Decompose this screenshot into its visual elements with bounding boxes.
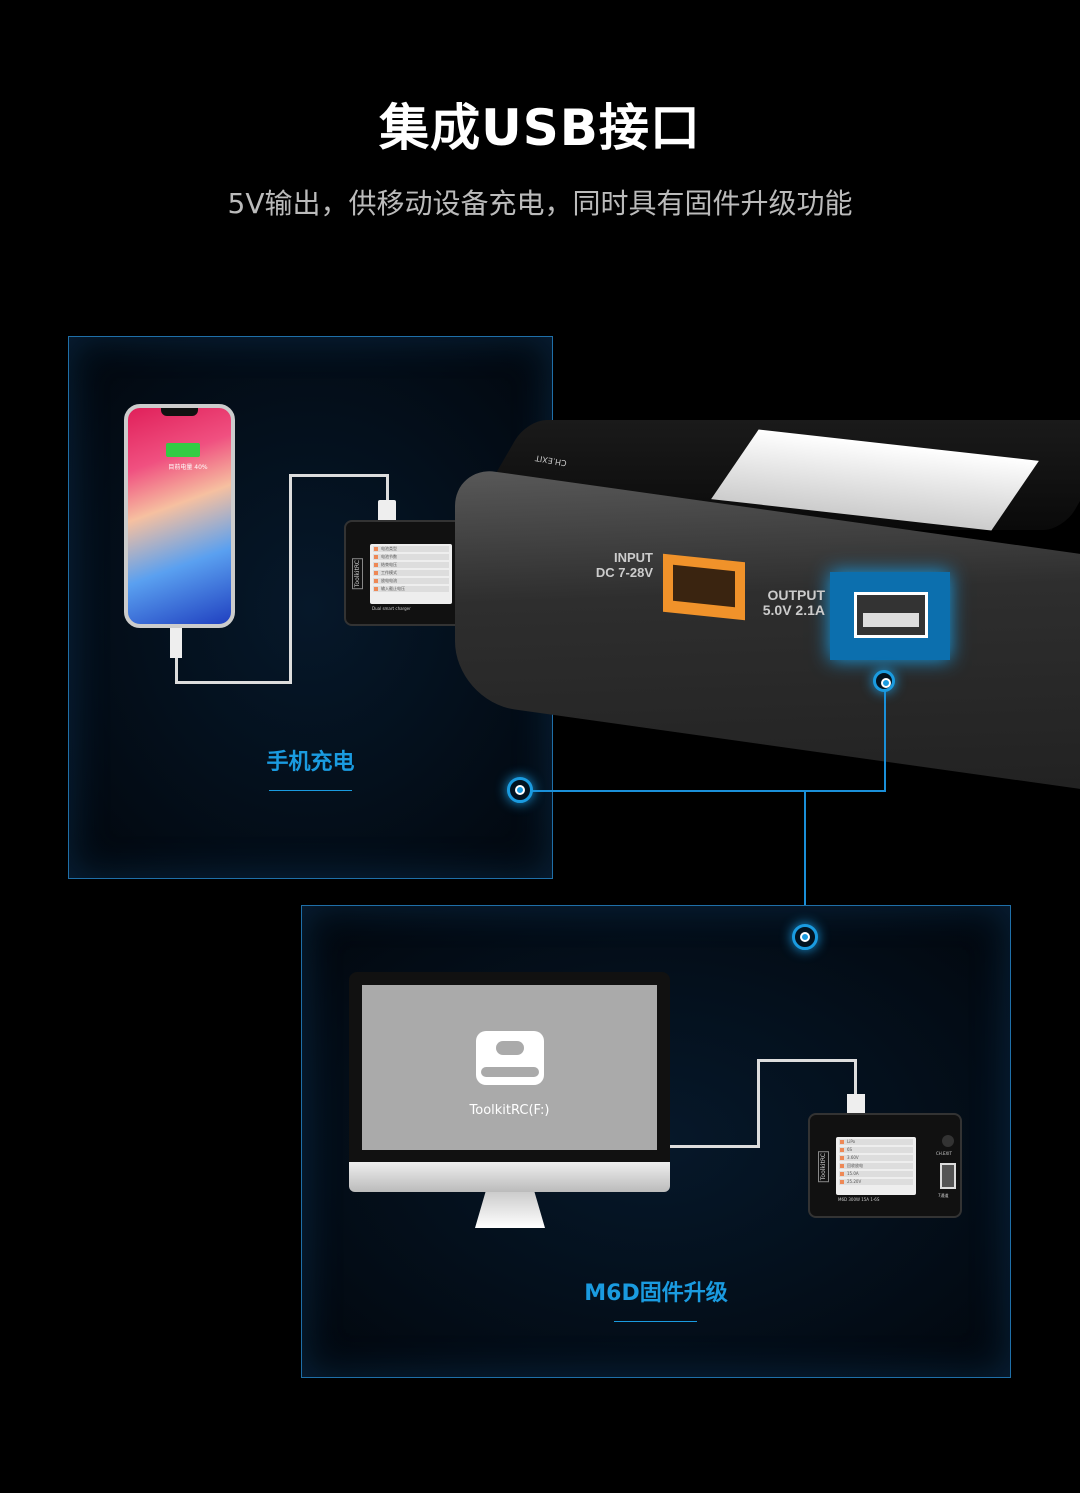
usb-plug (378, 500, 396, 522)
connector-node (873, 670, 895, 692)
phone-notch (161, 408, 198, 416)
screen-row: LiPo (839, 1139, 913, 1145)
ch-exit-label: CH.EXIT (936, 1151, 952, 1156)
screen-row: 放电电流 (373, 578, 449, 584)
usb-cable (757, 1059, 857, 1062)
drive-icon (476, 1031, 544, 1085)
brand-logo: ToolkitRC (818, 1151, 829, 1183)
lightning-plug (170, 628, 182, 658)
connector-node (792, 924, 818, 950)
ch-exit-button (942, 1135, 954, 1147)
usb-cable (757, 1059, 760, 1148)
channel-label: 7通道 (938, 1193, 949, 1198)
screen-row: 回收放电 (839, 1163, 913, 1169)
monitor-chin (349, 1162, 670, 1192)
usb-port-highlight (830, 572, 950, 660)
usb-cable (289, 474, 292, 684)
usb-port (940, 1163, 956, 1189)
page-subtitle: 5V输出，供移动设备充电，同时具有固件升级功能 (227, 187, 853, 220)
phone-charging-label: 手机充电 (266, 750, 355, 775)
monitor: ToolkitRC(F:) (349, 972, 670, 1162)
screen-row: 输入截止电压 (373, 586, 449, 592)
usb-cable (854, 1059, 857, 1099)
device-screen: 电池类型 电池节数 结束电压 工作模式 放电电流 输入截止电压 (370, 544, 452, 604)
screen-row: 结束电压 (373, 562, 449, 568)
underline (614, 1321, 697, 1322)
model-text: M6D 300W 15A 1-6S (838, 1197, 880, 1202)
screen-row: 6S (839, 1147, 913, 1153)
usb-cable (670, 1145, 760, 1148)
charger-mini-top: ToolkitRC 电池类型 电池节数 结束电压 工作模式 放电电流 输入截止电… (344, 520, 464, 626)
page-title: 集成USB接口 (379, 99, 701, 157)
charger-mini-front: ToolkitRC LiPo 6S 3.60V 回收放电 15.0A 25.20… (808, 1113, 962, 1218)
connector-line (520, 790, 886, 792)
connector-line (884, 681, 886, 791)
monitor-screen: ToolkitRC(F:) (362, 985, 657, 1150)
usb-port (854, 592, 928, 638)
battery-text: 目前电量 40% (168, 464, 208, 471)
screen-row: 3.60V (839, 1155, 913, 1161)
smartphone: 目前电量 40% (124, 404, 235, 628)
connector-line (804, 790, 806, 937)
usb-cable (289, 474, 389, 504)
connector-node (507, 777, 533, 803)
screen-row: 25.20V (839, 1179, 913, 1185)
firmware-upgrade-label: M6D固件升级 (584, 1281, 728, 1306)
monitor-stand (475, 1192, 545, 1228)
screen-row: 电池类型 (373, 546, 449, 552)
screen-row: 15.0A (839, 1171, 913, 1177)
underline (269, 790, 352, 791)
screen-row: 电池节数 (373, 554, 449, 560)
battery-icon (166, 443, 200, 457)
screen-row: 工作模式 (373, 570, 449, 576)
brand-logo: ToolkitRC (352, 558, 363, 590)
model-text: Dual smart charger (372, 606, 411, 611)
xt60-input-port (663, 553, 745, 621)
device-screen: LiPo 6S 3.60V 回收放电 15.0A 25.20V (836, 1137, 916, 1195)
usb-plug (847, 1094, 865, 1114)
drive-label[interactable]: ToolkitRC(F:) (469, 1103, 550, 1118)
